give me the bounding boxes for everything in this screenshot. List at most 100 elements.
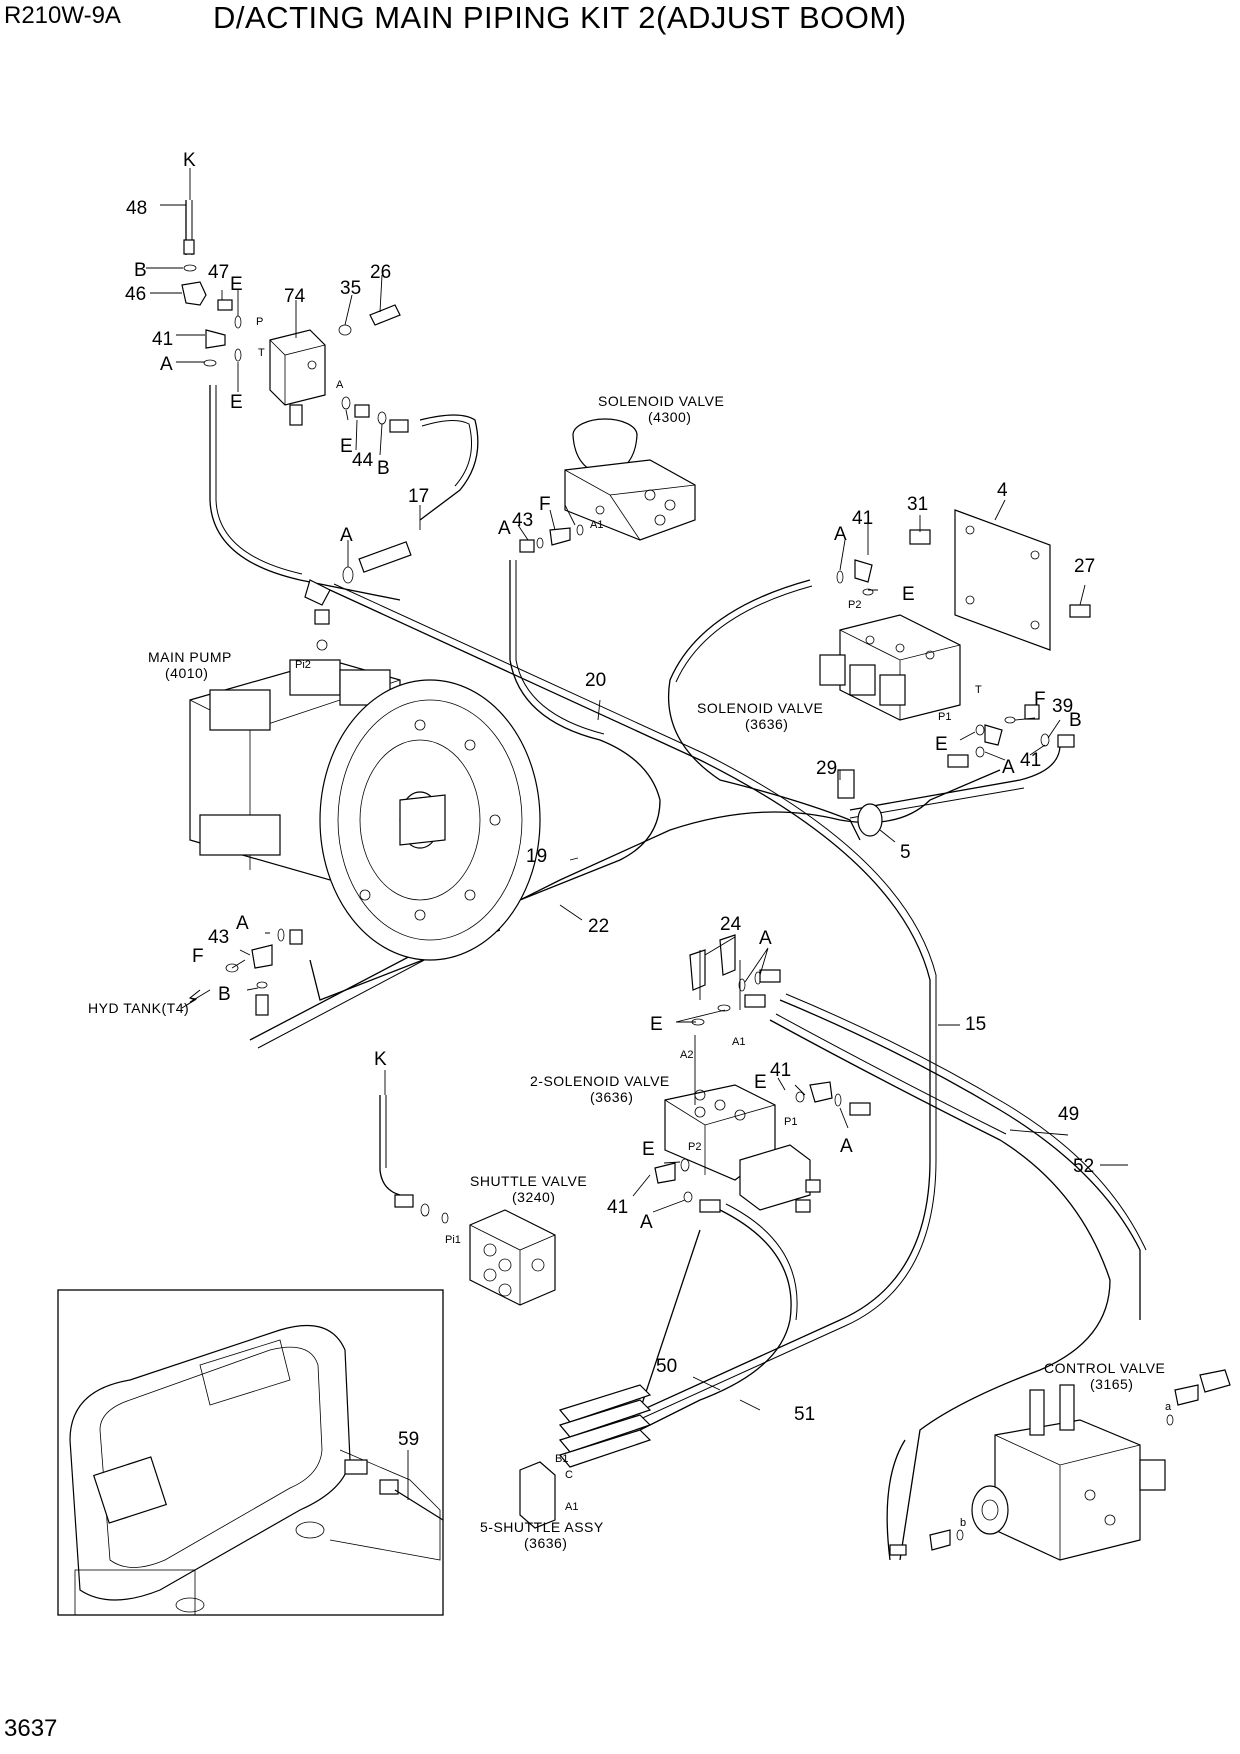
hyd-tank-arrow xyxy=(181,989,201,1009)
part-labels: K 48 B 46 47 E 74 35 26 41 A E E 44 B 17… xyxy=(125,150,1095,1450)
part-label: A xyxy=(1002,757,1015,778)
part-label: 41 xyxy=(1020,750,1041,771)
control-valve-name: CONTROL VALVE xyxy=(1044,1360,1165,1376)
solenoid-valve-4300 xyxy=(564,418,696,541)
hoses xyxy=(185,200,1147,1561)
port-label: P1 xyxy=(784,1116,797,1128)
part-label: 20 xyxy=(585,670,606,691)
two-solenoid-valve-3636 xyxy=(664,1084,821,1213)
port-label: A1 xyxy=(565,1501,578,1513)
plate-4 xyxy=(954,509,1051,651)
part-label: E xyxy=(935,734,948,755)
main-pump-name: MAIN PUMP xyxy=(148,649,232,665)
part-label: 41 xyxy=(607,1197,628,1218)
port-label: A1 xyxy=(732,1036,745,1048)
fittings xyxy=(181,239,1231,1556)
part-label: 48 xyxy=(126,198,147,219)
port-label: a xyxy=(1165,1401,1172,1413)
part-label: 44 xyxy=(352,450,374,471)
hyd-tank-label: HYD TANK(T4) xyxy=(88,1000,189,1016)
port-labels: P T A A1 P2 T P1 Pi2 A2 A1 P1 P2 Pi1 B1 … xyxy=(256,316,1172,1529)
part-label: A xyxy=(340,525,353,546)
part-label: F xyxy=(192,946,204,967)
main-pump-4010 xyxy=(189,659,541,961)
model-number: R210W-9A xyxy=(4,2,121,29)
part-label: B xyxy=(134,260,147,281)
block-74 xyxy=(269,329,326,426)
part-label: E xyxy=(642,1139,655,1160)
port-label: A xyxy=(336,379,344,391)
shuttle-assy-code: (3636) xyxy=(524,1535,567,1551)
port-label: P2 xyxy=(848,599,861,611)
part-label: 29 xyxy=(816,758,837,779)
part-label: 43 xyxy=(208,927,229,948)
part-label: A xyxy=(840,1136,853,1157)
port-label: A2 xyxy=(680,1049,693,1061)
part-label: 5 xyxy=(900,842,911,863)
port-label: P2 xyxy=(688,1141,701,1153)
part-label: 27 xyxy=(1074,556,1095,577)
shuttle-assy-bracket xyxy=(519,1384,652,1529)
port-label: b xyxy=(960,1517,966,1529)
part-label: B xyxy=(218,984,231,1005)
page-title: D/ACTING MAIN PIPING KIT 2(ADJUST BOOM) xyxy=(213,0,907,35)
part-label: K xyxy=(183,150,196,171)
part-label: 43 xyxy=(512,510,533,531)
part-label: 22 xyxy=(588,916,609,937)
part-label: A xyxy=(236,913,249,934)
part-label: K xyxy=(374,1049,387,1070)
part-label: 51 xyxy=(794,1404,815,1425)
solenoid-valve-top-code: (4300) xyxy=(648,409,691,425)
solenoid-valve-right-name: SOLENOID VALVE xyxy=(697,700,823,716)
part-label: 49 xyxy=(1058,1104,1079,1125)
part-label: E xyxy=(902,584,915,605)
part-label: 59 xyxy=(398,1429,419,1450)
part-label: 74 xyxy=(284,286,306,307)
port-label: A1 xyxy=(590,519,603,531)
part-label: 47 xyxy=(208,262,229,283)
part-label: E xyxy=(754,1072,767,1093)
part-label: 41 xyxy=(852,508,873,529)
port-label: P xyxy=(256,316,263,328)
part-label: A xyxy=(759,928,772,949)
shuttle-valve-code: (3240) xyxy=(512,1189,555,1205)
part-label: 41 xyxy=(770,1060,791,1081)
port-label: B1 xyxy=(555,1453,568,1465)
part-label: B xyxy=(1069,710,1082,731)
leader-lines xyxy=(146,168,1128,1500)
control-valve-3165 xyxy=(971,1384,1166,1561)
part-label: A xyxy=(498,518,511,539)
port-label: Pi1 xyxy=(445,1234,461,1246)
part-label: E xyxy=(340,436,353,457)
two-solenoid-valve-name: 2-SOLENOID VALVE xyxy=(530,1073,670,1089)
shuttle-valve-3240 xyxy=(469,1209,556,1306)
part-label: 39 xyxy=(1052,696,1073,717)
shuttle-valve-name: SHUTTLE VALVE xyxy=(470,1173,587,1189)
port-label: P1 xyxy=(938,711,951,723)
control-valve-code: (3165) xyxy=(1090,1376,1133,1392)
part-label: E xyxy=(230,274,243,295)
port-label: Pi2 xyxy=(295,659,311,671)
part-label: E xyxy=(650,1014,663,1035)
part-label: F xyxy=(1034,689,1046,710)
part-label: 52 xyxy=(1073,1156,1094,1177)
solenoid-valve-3636-right xyxy=(819,614,961,721)
part-label: 17 xyxy=(408,486,429,507)
port-label: C xyxy=(565,1469,573,1481)
part-label: A xyxy=(640,1212,653,1233)
part-label: B xyxy=(377,458,390,479)
part-label: 46 xyxy=(125,284,146,305)
solenoid-valve-right-code: (3636) xyxy=(745,716,788,732)
part-label: 4 xyxy=(997,480,1008,501)
solenoid-valve-top-name: SOLENOID VALVE xyxy=(598,393,724,409)
part-label: 41 xyxy=(152,329,173,350)
page-number: 3637 xyxy=(4,1715,58,1742)
inset-cab-detail xyxy=(57,1289,444,1616)
part-label: 31 xyxy=(907,494,928,515)
part-label: 19 xyxy=(526,846,547,867)
part-label: 24 xyxy=(720,914,742,935)
part-label: 50 xyxy=(656,1356,677,1377)
part-label: A xyxy=(160,354,173,375)
part-label: A xyxy=(834,524,847,545)
